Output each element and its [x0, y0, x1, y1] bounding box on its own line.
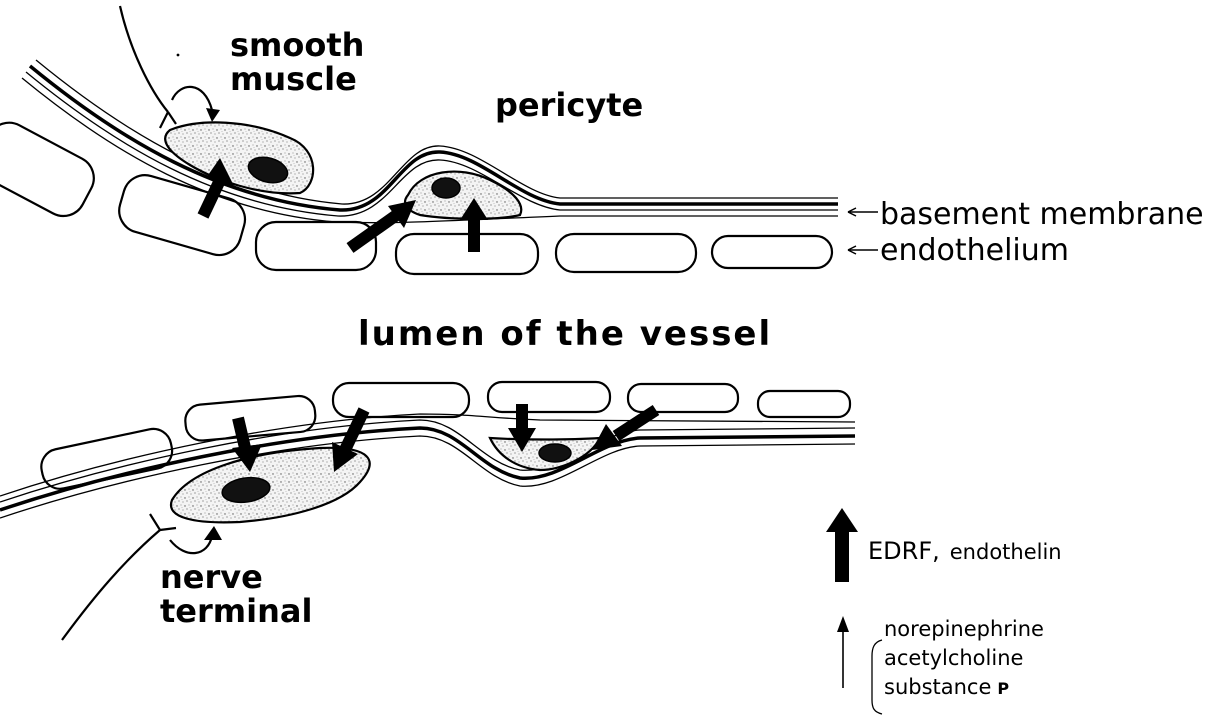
speck	[177, 54, 180, 57]
endothelial-cell	[184, 395, 317, 442]
legend-acetylcholine: acetylcholine	[884, 646, 1023, 670]
curved-arrowhead	[204, 526, 222, 540]
smooth-muscle-cell	[165, 122, 313, 193]
curved-arrow	[172, 87, 212, 110]
endothelium-label: endothelium	[880, 233, 1069, 268]
basement-membrane-callout: basement membrane	[848, 197, 1204, 232]
legend-norepinephrine: norepinephrine	[884, 617, 1044, 641]
lower-wall: nerve terminal	[0, 382, 855, 640]
curved-arrowhead	[206, 108, 220, 122]
legend-edrf-label: EDRF,endothelin	[868, 537, 1062, 565]
nerve-fiber	[120, 6, 168, 112]
endothelial-cell	[333, 383, 469, 417]
pericyte-nucleus	[432, 178, 460, 198]
endothelial-cell	[758, 391, 850, 417]
endothelial-cell	[0, 115, 102, 224]
nerve-terminal-label-line2: terminal	[160, 592, 312, 630]
endothelial-cell	[712, 236, 832, 268]
basement-membrane-label: basement membrane	[880, 197, 1204, 232]
legend: EDRF,endothelin norepinephrine acetylcho…	[826, 508, 1062, 714]
speck	[1191, 214, 1193, 216]
nerve-fiber	[62, 530, 160, 640]
legend-thick-arrow-icon	[826, 508, 858, 582]
endothelial-cell	[396, 234, 538, 274]
pericyte-label: pericyte	[495, 86, 643, 124]
endothelial-cell	[556, 234, 696, 272]
endothelium-callout: endothelium	[848, 233, 1069, 268]
endothelial-cell	[488, 382, 610, 412]
nerve-terminal-label-line1: nerve	[160, 558, 263, 596]
pericyte-nucleus	[539, 444, 571, 462]
legend-bracket	[872, 640, 882, 714]
smooth-muscle-label-line2: muscle	[230, 60, 357, 98]
upper-wall: smooth muscle pericyte basement membrane…	[0, 6, 1204, 274]
endothelial-cell	[628, 384, 738, 412]
legend-thin-arrow-icon	[837, 616, 849, 688]
lumen-label: lumen of the vessel	[358, 314, 772, 354]
smooth-muscle-label-line1: smooth	[230, 26, 364, 64]
